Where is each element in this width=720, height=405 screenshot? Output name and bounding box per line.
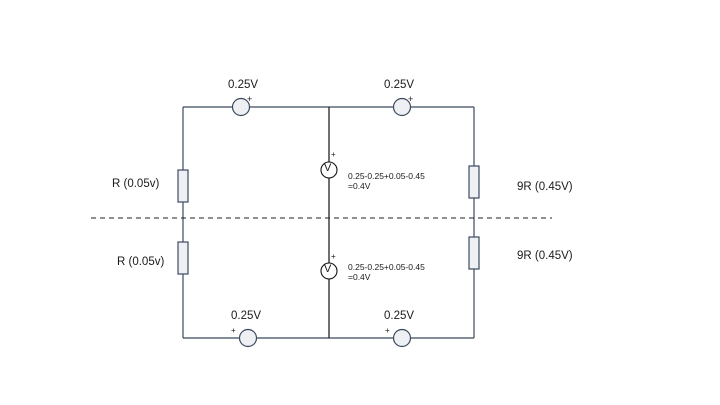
- source-label-bottom-right: 0.25V: [384, 310, 415, 322]
- equation-upper-line1: 0.25-0.25+0.05-0.45: [348, 171, 425, 181]
- voltmeter-upper-symbol: V: [324, 162, 332, 174]
- voltage-source-top-right: [392, 97, 412, 117]
- source-label-top-right: 0.25V: [384, 79, 415, 91]
- polarity-voltmeter-lower: +: [331, 252, 336, 261]
- voltmeter-lower: [320, 262, 338, 280]
- resistor-label-right-top: 9R (0.45V): [517, 181, 573, 193]
- source-label-bottom-left: 0.25V: [231, 310, 262, 322]
- resistor-left-bottom: [177, 241, 189, 275]
- resistor-label-right-bottom: 9R (0.45V): [517, 250, 573, 262]
- equation-lower-line2: =0.4V: [348, 272, 371, 282]
- source-label-top-left: 0.25V: [228, 79, 259, 91]
- equation-upper: 0.25-0.25+0.05-0.45 =0.4V: [348, 171, 425, 191]
- equation-upper-line2: =0.4V: [348, 181, 371, 191]
- polarity-voltmeter-upper: +: [331, 150, 336, 159]
- resistor-right-top: [468, 165, 480, 199]
- resistor-label-left-top: R (0.05v): [112, 178, 160, 190]
- equation-lower-line1: 0.25-0.25+0.05-0.45: [348, 262, 425, 272]
- voltmeter-lower-symbol: V: [324, 263, 332, 275]
- voltage-source-bottom-right: [392, 328, 412, 348]
- resistor-label-left-bottom: R (0.05v): [117, 256, 165, 268]
- equation-lower: 0.25-0.25+0.05-0.45 =0.4V: [348, 262, 425, 282]
- polarity-top-right: +: [408, 94, 414, 104]
- resistor-right-bottom: [468, 236, 480, 270]
- polarity-top-left: +: [247, 94, 253, 104]
- voltage-source-bottom-left: [238, 328, 258, 348]
- voltage-source-top-left: [231, 97, 251, 117]
- resistor-left-top: [177, 169, 189, 203]
- polarity-bottom-right: +: [385, 326, 390, 335]
- voltmeter-upper: [320, 161, 338, 179]
- polarity-bottom-left: +: [231, 326, 236, 335]
